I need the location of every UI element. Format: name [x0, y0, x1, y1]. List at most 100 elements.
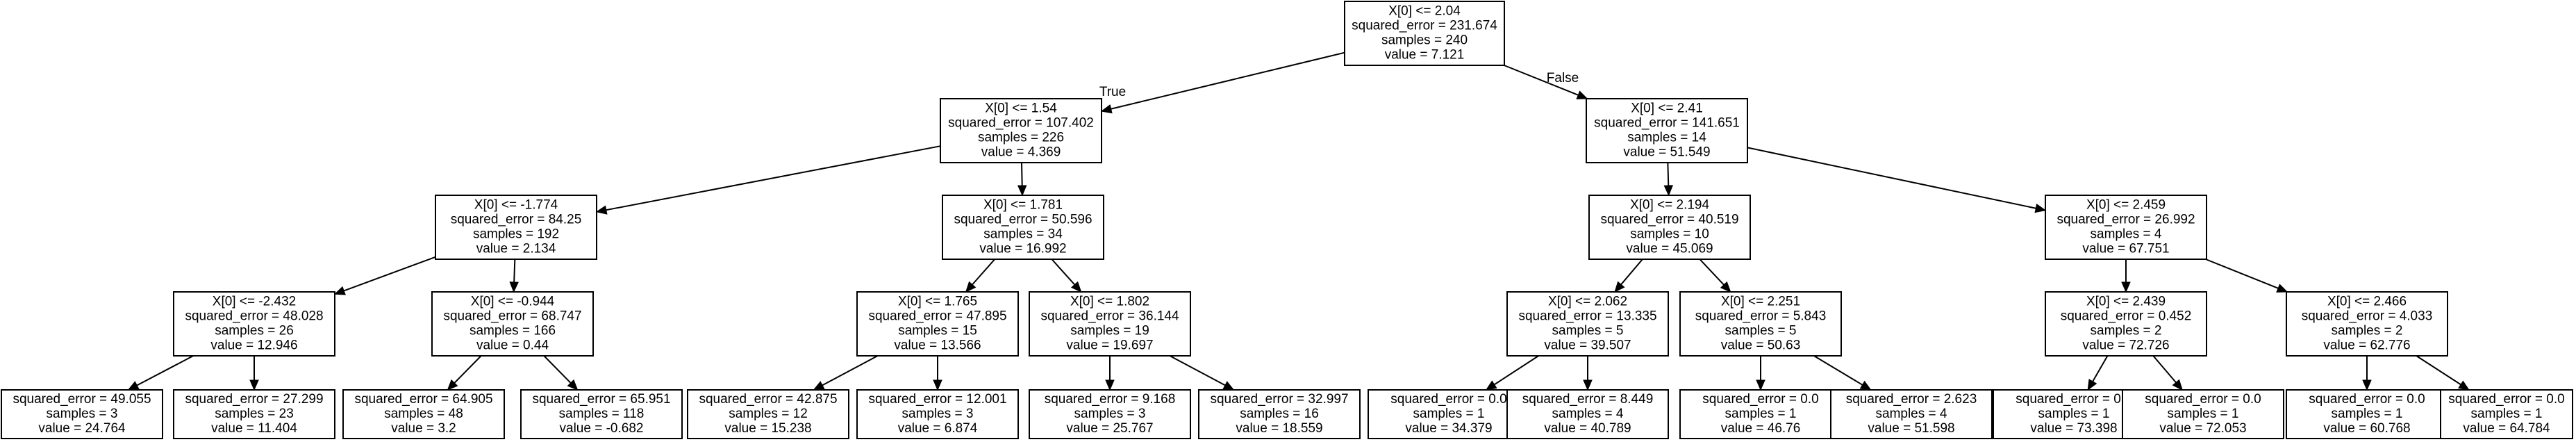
arrowhead-icon: [965, 281, 977, 293]
node-line: samples = 1: [1413, 407, 1485, 421]
node-box: [435, 195, 597, 260]
node-line: X[0] <= 2.062: [1548, 295, 1627, 309]
arrowhead-icon: [2034, 204, 2047, 213]
node-box: [1506, 291, 1669, 357]
node-line: value = 62.776: [2323, 338, 2410, 353]
node-line: squared_error = 26.992: [2056, 213, 2195, 227]
arrowhead-icon: [2276, 284, 2288, 293]
node-line: value = 51.598: [1868, 421, 1954, 436]
node-line: squared_error = 40.519: [1600, 213, 1738, 227]
node-box: [942, 195, 1104, 260]
arrowhead-icon: [2458, 380, 2470, 391]
edge-n3-n8: [513, 259, 516, 283]
node-line: samples = 1: [1725, 407, 1797, 421]
edge-n8-n18: [543, 355, 572, 384]
node-line: samples = 118: [559, 407, 645, 421]
arrowhead-icon: [2172, 379, 2183, 391]
node-line: X[0] <= -0.944: [471, 295, 555, 309]
edge-n1-n3: [606, 145, 941, 211]
edge-n14-n30: [2416, 355, 2461, 386]
node-box: [520, 389, 683, 439]
node-line: squared_error = 2.623: [1846, 392, 1977, 407]
node-line: squared_error = 4.033: [2302, 309, 2433, 324]
node-box: [1586, 98, 1748, 163]
node-line: value = 25.767: [1066, 421, 1153, 436]
node-line: samples = 166: [470, 324, 556, 338]
arrowhead-icon: [1100, 104, 1113, 114]
edge-n7-n15: [136, 355, 194, 386]
node-line: squared_error = 36.144: [1040, 309, 1179, 324]
node-line: X[0] <= 1.54: [985, 101, 1057, 116]
node-line: value = 46.76: [1721, 421, 1801, 436]
edge-n0-n2: [1504, 65, 1579, 96]
node-line: squared_error = 9.168: [1045, 392, 1176, 407]
node-line: squared_error = 13.335: [1518, 309, 1656, 324]
edge-n11-n23: [1494, 355, 1539, 386]
node-line: value = 18.559: [1236, 421, 1322, 436]
arrowhead-icon: [509, 281, 519, 293]
edge-label-false: False: [1547, 71, 1579, 85]
node-box: [1029, 291, 1191, 357]
edge-n13-n28: [2152, 355, 2177, 384]
edge-n13-n27: [2092, 355, 2109, 382]
node-line: samples = 1: [2471, 407, 2543, 421]
node-line: samples = 1: [2168, 407, 2239, 421]
node-line: samples = 26: [215, 324, 294, 338]
node-line: value = 67.751: [2082, 242, 2169, 256]
arrowhead-icon: [2121, 281, 2131, 293]
node-line: samples = 16: [1240, 407, 1319, 421]
arrowhead-icon: [249, 379, 259, 391]
node-line: value = 24.764: [38, 421, 126, 436]
node-line: squared_error = 48.028: [185, 309, 323, 324]
arrowhead-icon: [2362, 379, 2372, 391]
node-line: squared_error = 49.055: [13, 392, 151, 407]
arrowhead-icon: [567, 379, 579, 391]
node-line: value = 7.121: [1385, 48, 1465, 63]
node-line: squared_error = 8.449: [1522, 392, 1654, 407]
arrowhead-icon: [333, 286, 346, 295]
node-line: squared_error = 42.875: [699, 392, 837, 407]
node-line: squared_error = 0.0: [1702, 392, 1818, 407]
node-line: samples = 10: [1630, 227, 1709, 242]
node-line: samples = 4: [2091, 227, 2162, 242]
edge-n3-n7: [343, 256, 436, 292]
node-line: X[0] <= -1.774: [474, 198, 558, 213]
arrowhead-icon: [933, 379, 942, 391]
node-line: samples = 19: [1070, 324, 1149, 338]
node-box: [1588, 195, 1751, 260]
arrowhead-icon: [1663, 185, 1674, 197]
node-box: [2286, 291, 2448, 357]
node-line: squared_error = 141.651: [1594, 116, 1740, 131]
node-line: value = 11.404: [211, 421, 297, 436]
node-line: value = 39.507: [1544, 338, 1631, 353]
edge-n2-n6: [1747, 147, 2036, 209]
node-line: value = 72.053: [2159, 421, 2246, 436]
arrowhead-icon: [1222, 381, 1235, 391]
node-box: [1679, 389, 1842, 439]
node-line: samples = 3: [902, 407, 974, 421]
node-line: samples = 15: [898, 324, 977, 338]
node-box: [856, 389, 1019, 439]
arrowhead-icon: [1485, 380, 1497, 391]
arrowhead-icon: [595, 205, 608, 215]
arrowhead-icon: [127, 381, 140, 391]
node-line: squared_error = 27.299: [185, 392, 323, 407]
